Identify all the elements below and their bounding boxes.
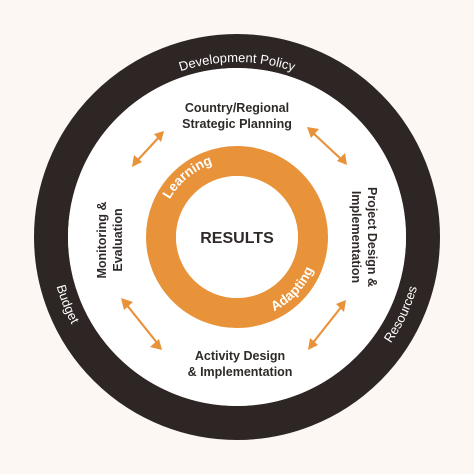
arrow-right-bottom [308,300,346,350]
stage-country-regional-planning: Country/Regional Strategic Planning [182,101,292,131]
stage-bottom-line-2: & Implementation [188,365,293,379]
stage-right-line-1: Project Design & [365,187,379,287]
stage-top-line-2: Strategic Planning [182,117,292,131]
learning-adapting-ring [146,146,328,328]
arrow-left-top [132,131,164,167]
results-label: RESULTS [200,230,274,247]
results-center [176,176,298,298]
stage-right-line-2: Implementation [349,191,363,283]
stage-monitoring-evaluation: Monitoring & Evaluation [95,201,125,278]
outer-ring [34,34,440,440]
arrow-right-top [307,127,347,165]
arrow-left-bottom [121,298,162,350]
stage-project-design: Project Design & Implementation [349,187,379,287]
stage-bottom-line-1: Activity Design [195,349,285,363]
stage-top-line-1: Country/Regional [185,101,289,115]
stage-left-line-2: Evaluation [111,208,125,271]
stage-activity-design: Activity Design & Implementation [188,349,293,379]
stage-left-line-1: Monitoring & [95,201,109,278]
